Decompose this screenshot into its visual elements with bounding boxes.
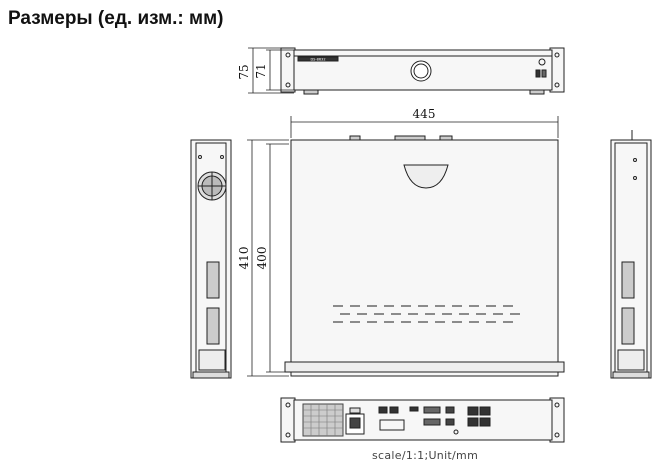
- top-depth-outer-label: 410: [237, 247, 251, 270]
- top-depth-inner-label: 400: [255, 247, 269, 270]
- front-height-inner-label: 71: [254, 63, 268, 78]
- top-width-label: 445: [413, 107, 436, 121]
- right-side-view: [610, 130, 652, 379]
- rear-view: [280, 397, 565, 443]
- front-panel-label: DS-8632: [310, 58, 325, 62]
- left-side-view: [190, 139, 232, 379]
- front-height-dimensions: [248, 47, 294, 94]
- top-view: [284, 135, 565, 377]
- front-height-outer-label: 75: [237, 64, 251, 79]
- page-title: Размеры (ед. изм.: мм): [8, 8, 224, 29]
- scale-note: scale/1:1;Unit/mm: [372, 449, 479, 462]
- front-view: DS-8632: [280, 47, 565, 95]
- top-view-dimensions: [247, 116, 559, 377]
